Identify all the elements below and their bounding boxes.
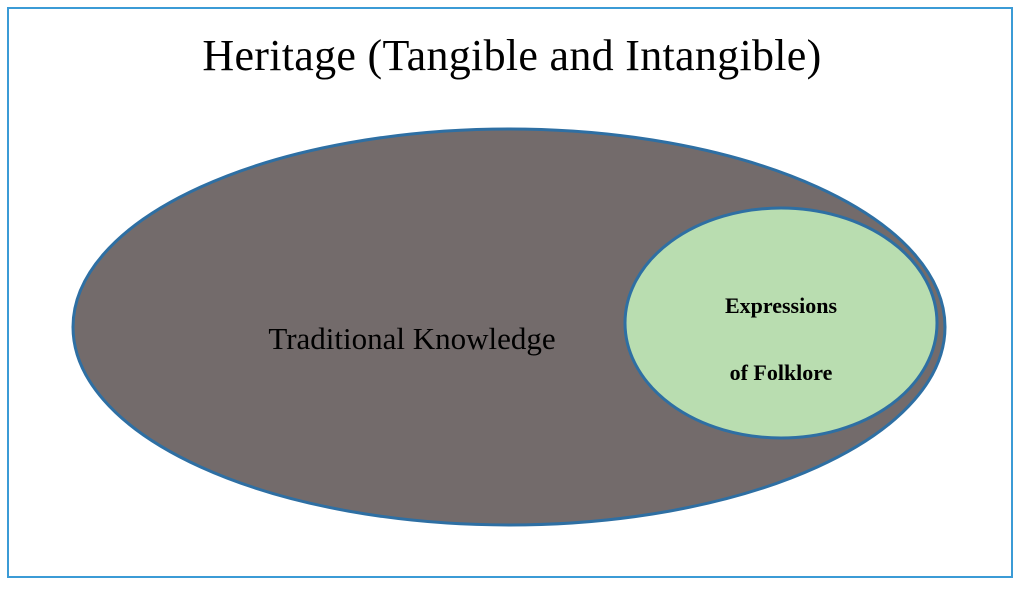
expressions-of-folklore-label-line2: of Folklore [730, 360, 833, 385]
traditional-knowledge-label: Traditional Knowledge [268, 321, 555, 356]
expressions-of-folklore-label-line1: Expressions [725, 293, 838, 318]
diagram-title: Heritage (Tangible and Intangible) [202, 31, 822, 80]
expressions-of-folklore-ellipse [623, 206, 939, 440]
